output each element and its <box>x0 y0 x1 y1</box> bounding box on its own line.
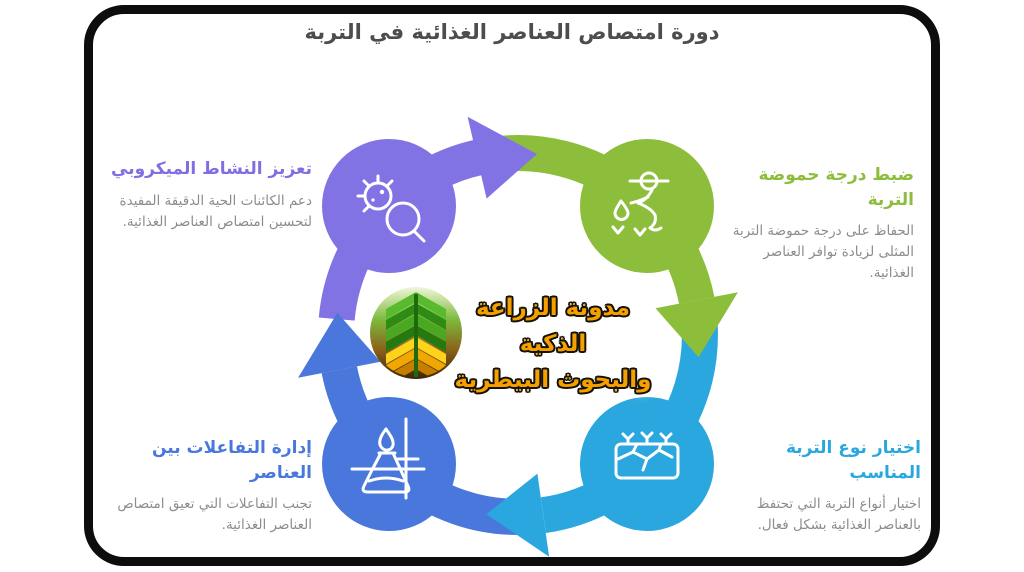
node-circle-microbial <box>322 139 456 273</box>
node-heading-microbial: تعزيز النشاط الميكروبي <box>111 159 312 179</box>
smart-agriculture-leaf-logo <box>370 287 462 379</box>
node-text-reactions: إدارة التفاعلات بين العناصر تجنب التفاعل… <box>112 436 312 536</box>
blog-title-text: مدونة الزراعة الذكية والبحوث البيطرية <box>446 290 660 398</box>
arrowhead-up-icon <box>298 312 381 378</box>
node-heading-reactions: إدارة التفاعلات بين العناصر <box>151 438 312 483</box>
node-circle-soil <box>580 397 714 531</box>
node-circle-reactions <box>322 397 456 531</box>
soil-block-icon <box>614 431 680 480</box>
node-heading-soil: اختيار نوع التربة المناسب <box>785 438 921 483</box>
microbe-magnifier-icon <box>356 174 426 243</box>
node-text-soil: اختيار نوع التربة المناسب اختيار أنواع ا… <box>716 436 921 536</box>
arrowhead-down-icon <box>655 292 738 358</box>
node-body-reactions: تجنب التفاعلات التي تعيق امتصاص العناصر … <box>117 496 312 534</box>
node-body-soil: اختيار أنواع التربة التي تحتفظ بالعناصر … <box>756 496 921 534</box>
node-body-ph: الحفاظ على درجة حموضة التربة المثلى لزيا… <box>732 223 914 282</box>
farmer-watering-icon <box>611 171 670 237</box>
page-title: دورة امتصاص العناصر الغذائية في التربة <box>304 20 720 44</box>
node-text-ph: ضبط درجة حموضة التربة الحفاظ على درجة حم… <box>716 163 914 284</box>
blog-title-line1: مدونة الزراعة الذكية <box>475 295 631 357</box>
arrowhead-right-icon <box>467 116 537 199</box>
node-body-microbial: دعم الكائنات الحية الدقيقة المفيدة لتحسي… <box>119 192 312 230</box>
blog-title-line2: والبحوث البيطرية <box>454 367 652 393</box>
flask-burner-icon <box>350 417 426 500</box>
rounded-border-frame <box>84 5 940 566</box>
arrowhead-left-icon <box>486 473 550 557</box>
node-text-microbial: تعزيز النشاط الميكروبي دعم الكائنات الحي… <box>100 157 312 232</box>
node-heading-ph: ضبط درجة حموضة التربة <box>758 165 914 210</box>
